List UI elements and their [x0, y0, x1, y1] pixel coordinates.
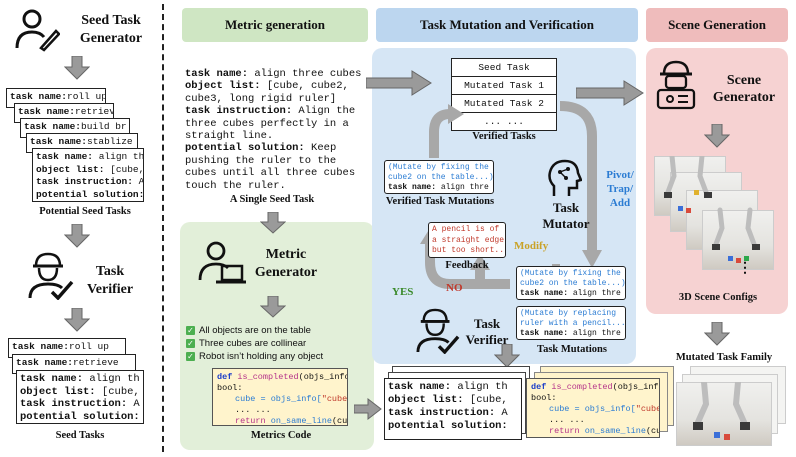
feedback-card: A pencil is of a straight edge but too s… [428, 222, 506, 258]
output-task-card: task name: align th object list: [cube, … [384, 378, 522, 440]
right-arrow-icon [354, 398, 382, 420]
verified-tasks-caption: Verified Tasks [472, 131, 536, 142]
task-mutator-title: Task Mutator [542, 200, 590, 231]
verified-task-row: ... ... [451, 113, 557, 131]
seed-task-front-card: task name: align th object list: [cube, … [16, 370, 144, 424]
modify-label: Modify [514, 240, 549, 252]
metrics-code-card: def is_completed(objs_info) -> bool: cub… [212, 368, 348, 426]
down-arrow-icon [64, 224, 90, 248]
mutation-card: (Mutate by fixing the cube2 on the table… [516, 266, 626, 300]
right-arrow-icon [576, 80, 644, 106]
scene-dots: ⋮ [738, 261, 752, 276]
down-arrow-icon [64, 308, 90, 332]
scene-generator-robot-icon [656, 60, 696, 110]
seed-front-card: task name: align th object list: [cube, … [32, 148, 144, 202]
seed-stack-key: task name: [18, 106, 76, 117]
verified-task-row: Mutated Task 2 [451, 95, 557, 113]
metrics-code-caption: Metrics Code [250, 430, 312, 441]
down-arrow-icon [494, 344, 520, 368]
verified-mutation-card: (Mutate by fixing the cube2 on the table… [384, 160, 494, 194]
checkmark-icon: ✓ [186, 352, 195, 361]
single-seed-card: task name: align three cubes object list… [185, 68, 362, 192]
scene-generator-title: Scene Generator [712, 73, 776, 105]
check-item: ✓Robot isn’t holding any object [186, 351, 324, 362]
family-robot-arms-graphic [693, 382, 750, 440]
down-arrow-icon [704, 322, 730, 346]
verified-task-row: Mutated Task 1 [451, 77, 557, 95]
down-arrow-icon [260, 212, 286, 234]
pivot-trap-add-label: Pivot/ Trap/ Add [606, 169, 634, 209]
output-code-card: def is_completed(objs_info) -> bool: cub… [526, 378, 660, 438]
seed-generator-title: Seed Task Generator [79, 13, 143, 46]
right-arrow-icon [366, 70, 432, 96]
task-mutations-caption: Task Mutations [537, 344, 607, 355]
checkmark-icon: ✓ [186, 326, 195, 335]
no-label: NO [446, 282, 463, 294]
yes-label: YES [392, 286, 414, 298]
scene-header: Scene Generation [646, 8, 788, 42]
seed-stack-key: task name: [30, 136, 88, 147]
seed-stack-key: task name: [24, 121, 82, 132]
task-verifier-worker-icon [416, 308, 460, 354]
seed-generator-person-pencil-icon [15, 9, 60, 52]
seed-stack-key: task name: [10, 91, 68, 102]
scene-robot-arms-graphic [664, 156, 760, 263]
potential-seed-caption: Potential Seed Tasks [39, 206, 131, 217]
verified-tasks-list: Seed Task Mutated Task 1 Mutated Task 2 … [451, 58, 557, 131]
task-verifier-title: Task Verifier [465, 316, 509, 347]
dashed-divider [162, 4, 164, 452]
down-arrow-icon [704, 124, 730, 148]
metric-generator-title: Metric Generator [254, 247, 318, 280]
mutation-header: Task Mutation and Verification [376, 8, 638, 42]
metric-generator-laptop-icon [198, 241, 246, 284]
checkmark-icon: ✓ [186, 339, 195, 348]
seed-tasks-caption: Seed Tasks [55, 430, 105, 441]
scene-configs-caption: 3D Scene Configs [678, 292, 758, 303]
task-verifier-worker-icon [28, 252, 74, 300]
verified-task-row: Seed Task [451, 58, 557, 77]
down-arrow-icon [64, 56, 90, 80]
metric-header: Metric generation [182, 8, 368, 42]
metric-checklist: ✓All objects are on the table ✓Three cub… [186, 324, 372, 363]
single-seed-caption: A Single Seed Task [229, 194, 315, 205]
verified-mutations-caption: Verified Task Mutations [385, 196, 495, 207]
mutated-family-caption: Mutated Task Family [675, 352, 773, 363]
down-arrow-icon [260, 296, 286, 318]
check-item: ✓All objects are on the table [186, 325, 311, 336]
task-mutator-head-icon [548, 159, 582, 196]
task-verifier-title: Task Verifier [86, 264, 134, 297]
mutation-card: (Mutate by replacing ruler with a pencil… [516, 306, 626, 340]
check-item: ✓Three cubes are collinear [186, 338, 307, 349]
feedback-caption: Feedback [445, 260, 489, 271]
